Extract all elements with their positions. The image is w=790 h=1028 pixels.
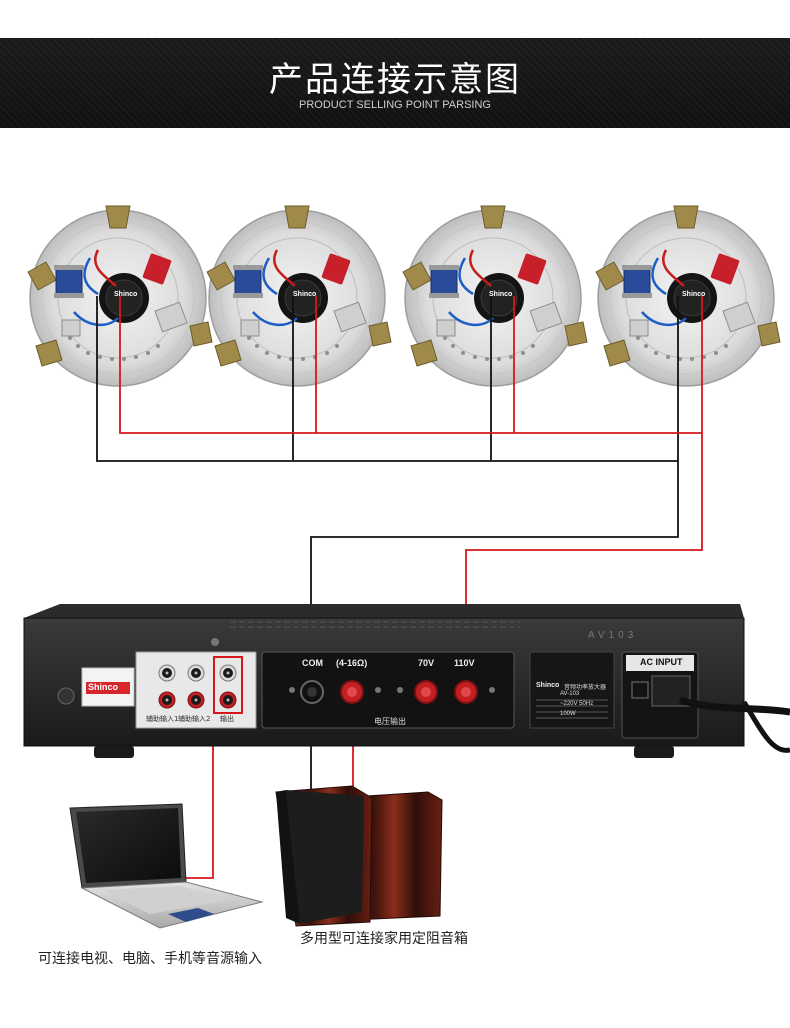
sticker-brand: Shinco [88, 682, 118, 692]
terminal-4-16: (4-16Ω) [336, 658, 367, 668]
bookshelf-speaker [276, 786, 372, 926]
ceiling-speaker [207, 206, 391, 386]
voltage-output-label: 电压输出 [374, 716, 406, 727]
laptop-caption: 可连接电视、电脑、手机等音源输入 [38, 948, 262, 968]
input-label-1: 辅助输入1 [146, 714, 178, 724]
terminal-70v: 70V [418, 658, 434, 668]
amplifier [24, 604, 790, 758]
ceiling-speaker [596, 206, 780, 386]
speaker-box-caption: 多用型可连接家用定阻音箱 [300, 928, 468, 948]
input-label-out: 输出 [220, 714, 234, 724]
plate-voltage: ~220V 50Hz [560, 701, 593, 707]
plate-brand: Shinco [536, 682, 559, 689]
terminal-com: COM [302, 658, 323, 668]
plate-power: 100W [560, 711, 576, 717]
amplifier-model: AV103 [588, 630, 637, 641]
input-label-2: 辅助输入2 [178, 714, 210, 724]
terminal-110v: 110V [454, 658, 475, 668]
plate-model: AV-103 [560, 691, 579, 697]
red-wire [120, 296, 702, 878]
ac-input-label: AC INPUT [640, 657, 683, 667]
ceiling-speaker [403, 206, 587, 386]
plate-title: 音频功率放大器 [564, 682, 606, 691]
laptop [70, 804, 262, 928]
